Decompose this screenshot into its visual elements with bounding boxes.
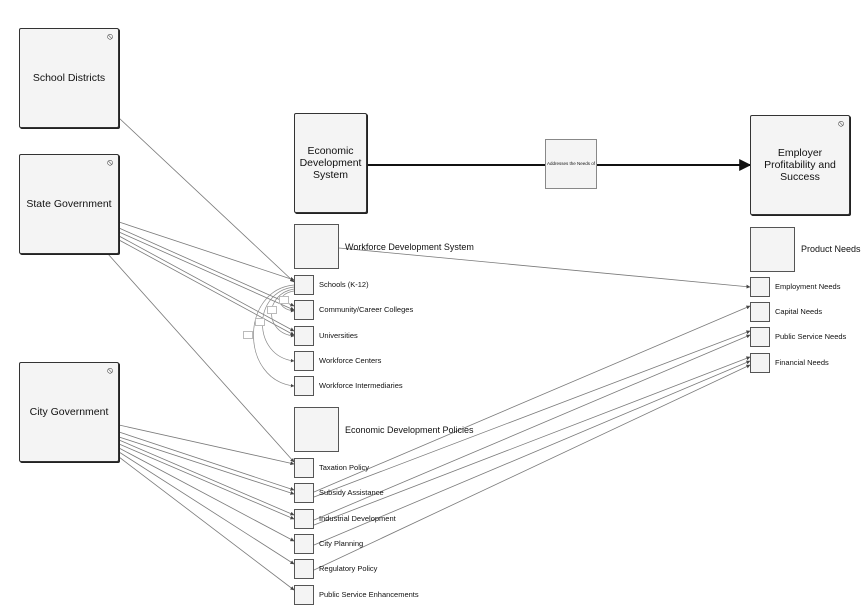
workforce-item-label: Workforce Centers <box>319 356 382 365</box>
workforce-item[interactable] <box>294 275 314 295</box>
economic-development-system-node[interactable]: Economic Development System <box>294 113 367 213</box>
needs-group-title: Product Needs <box>801 244 861 254</box>
connector-line[interactable] <box>118 221 295 281</box>
policy-item[interactable] <box>294 509 314 529</box>
policy-item[interactable] <box>294 559 314 579</box>
policy-item-label: Taxation Policy <box>319 463 370 472</box>
state-government-label: State Government <box>26 197 112 210</box>
policy-item-label: Public Service Enhancements <box>319 590 419 599</box>
needs-item-label: Financial Needs <box>775 358 829 367</box>
eye-slash-icon[interactable]: ⦸ <box>107 157 113 167</box>
connector-line[interactable] <box>313 356 751 526</box>
city-government-node[interactable]: ⦸ City Government <box>19 362 119 462</box>
link-label-box[interactable]: Addresses the Needs of <box>545 139 597 189</box>
needs-item[interactable] <box>750 302 770 322</box>
connector-line[interactable] <box>107 253 295 463</box>
policy-item-label: City Planning <box>319 539 364 548</box>
connector-line[interactable] <box>118 439 295 516</box>
connector-line[interactable] <box>118 451 295 565</box>
economic-development-system-label: Economic Development System <box>299 144 362 182</box>
employer-success-node[interactable]: ⦸ Employer Profitability and Success <box>750 115 850 215</box>
workforce-item-label: Workforce Intermediaries <box>319 381 403 390</box>
link-label-text: Addresses the Needs of <box>546 161 596 167</box>
policy-item-label: Subsidy Assistance <box>319 488 384 497</box>
curved-connector[interactable] <box>253 284 295 388</box>
policy-item[interactable] <box>294 585 314 605</box>
needs-item[interactable] <box>750 277 770 297</box>
city-government-label: City Government <box>29 405 109 418</box>
workforce-item-label: Community/Career Colleges <box>319 305 414 314</box>
connector-line[interactable] <box>118 447 295 542</box>
workforce-group-title: Workforce Development System <box>345 242 474 252</box>
connector-line[interactable] <box>313 364 751 571</box>
connector-line[interactable] <box>313 305 751 493</box>
connector-line[interactable] <box>338 247 751 289</box>
connector-line[interactable] <box>118 117 295 283</box>
policy-item-label: Industrial Development <box>319 514 396 523</box>
link-chip[interactable] <box>243 331 253 339</box>
connector-line[interactable] <box>118 436 295 495</box>
connector-line[interactable] <box>118 231 295 311</box>
policy-item-label: Regulatory Policy <box>319 564 378 573</box>
connector-line[interactable] <box>118 443 295 520</box>
employer-success-label: Employer Profitability and Success <box>764 146 836 184</box>
workforce-item-label: Schools (K-12) <box>319 280 369 289</box>
needs-item-label: Employment Needs <box>775 282 841 291</box>
link-chip[interactable] <box>255 318 265 326</box>
workforce-item[interactable] <box>294 326 314 346</box>
workforce-item[interactable] <box>294 376 314 396</box>
workforce-item[interactable] <box>294 351 314 371</box>
policy-item[interactable] <box>294 458 314 478</box>
needs-item-label: Public Service Needs <box>775 332 847 341</box>
policies-group-node[interactable] <box>294 407 339 452</box>
connector-line[interactable] <box>118 424 295 466</box>
policies-group-title: Economic Development Policies <box>345 425 474 435</box>
connector-line[interactable] <box>313 360 751 546</box>
eye-slash-icon[interactable]: ⦸ <box>838 118 844 128</box>
connector-line[interactable] <box>313 330 751 498</box>
policy-item[interactable] <box>294 483 314 503</box>
policy-item[interactable] <box>294 534 314 554</box>
workforce-item-label: Universities <box>319 331 358 340</box>
needs-item[interactable] <box>750 327 770 347</box>
state-government-node[interactable]: ⦸ State Government <box>19 154 119 254</box>
link-chip[interactable] <box>267 306 277 314</box>
connector-line[interactable] <box>118 239 295 336</box>
connector-line[interactable] <box>313 334 751 521</box>
connector-line[interactable] <box>118 235 295 332</box>
connector-line[interactable] <box>118 227 295 307</box>
connector-line[interactable] <box>118 431 295 491</box>
eye-slash-icon[interactable]: ⦸ <box>107 31 113 41</box>
connector-line[interactable] <box>118 456 295 591</box>
needs-item[interactable] <box>750 353 770 373</box>
needs-group-node[interactable] <box>750 227 795 272</box>
school-districts-node[interactable]: ⦸ School Districts <box>19 28 119 128</box>
school-districts-label: School Districts <box>32 71 106 84</box>
needs-item-label: Capital Needs <box>775 307 823 316</box>
link-chip[interactable] <box>279 296 289 304</box>
workforce-item[interactable] <box>294 300 314 320</box>
workforce-group-node[interactable] <box>294 224 339 269</box>
eye-slash-icon[interactable]: ⦸ <box>107 365 113 375</box>
